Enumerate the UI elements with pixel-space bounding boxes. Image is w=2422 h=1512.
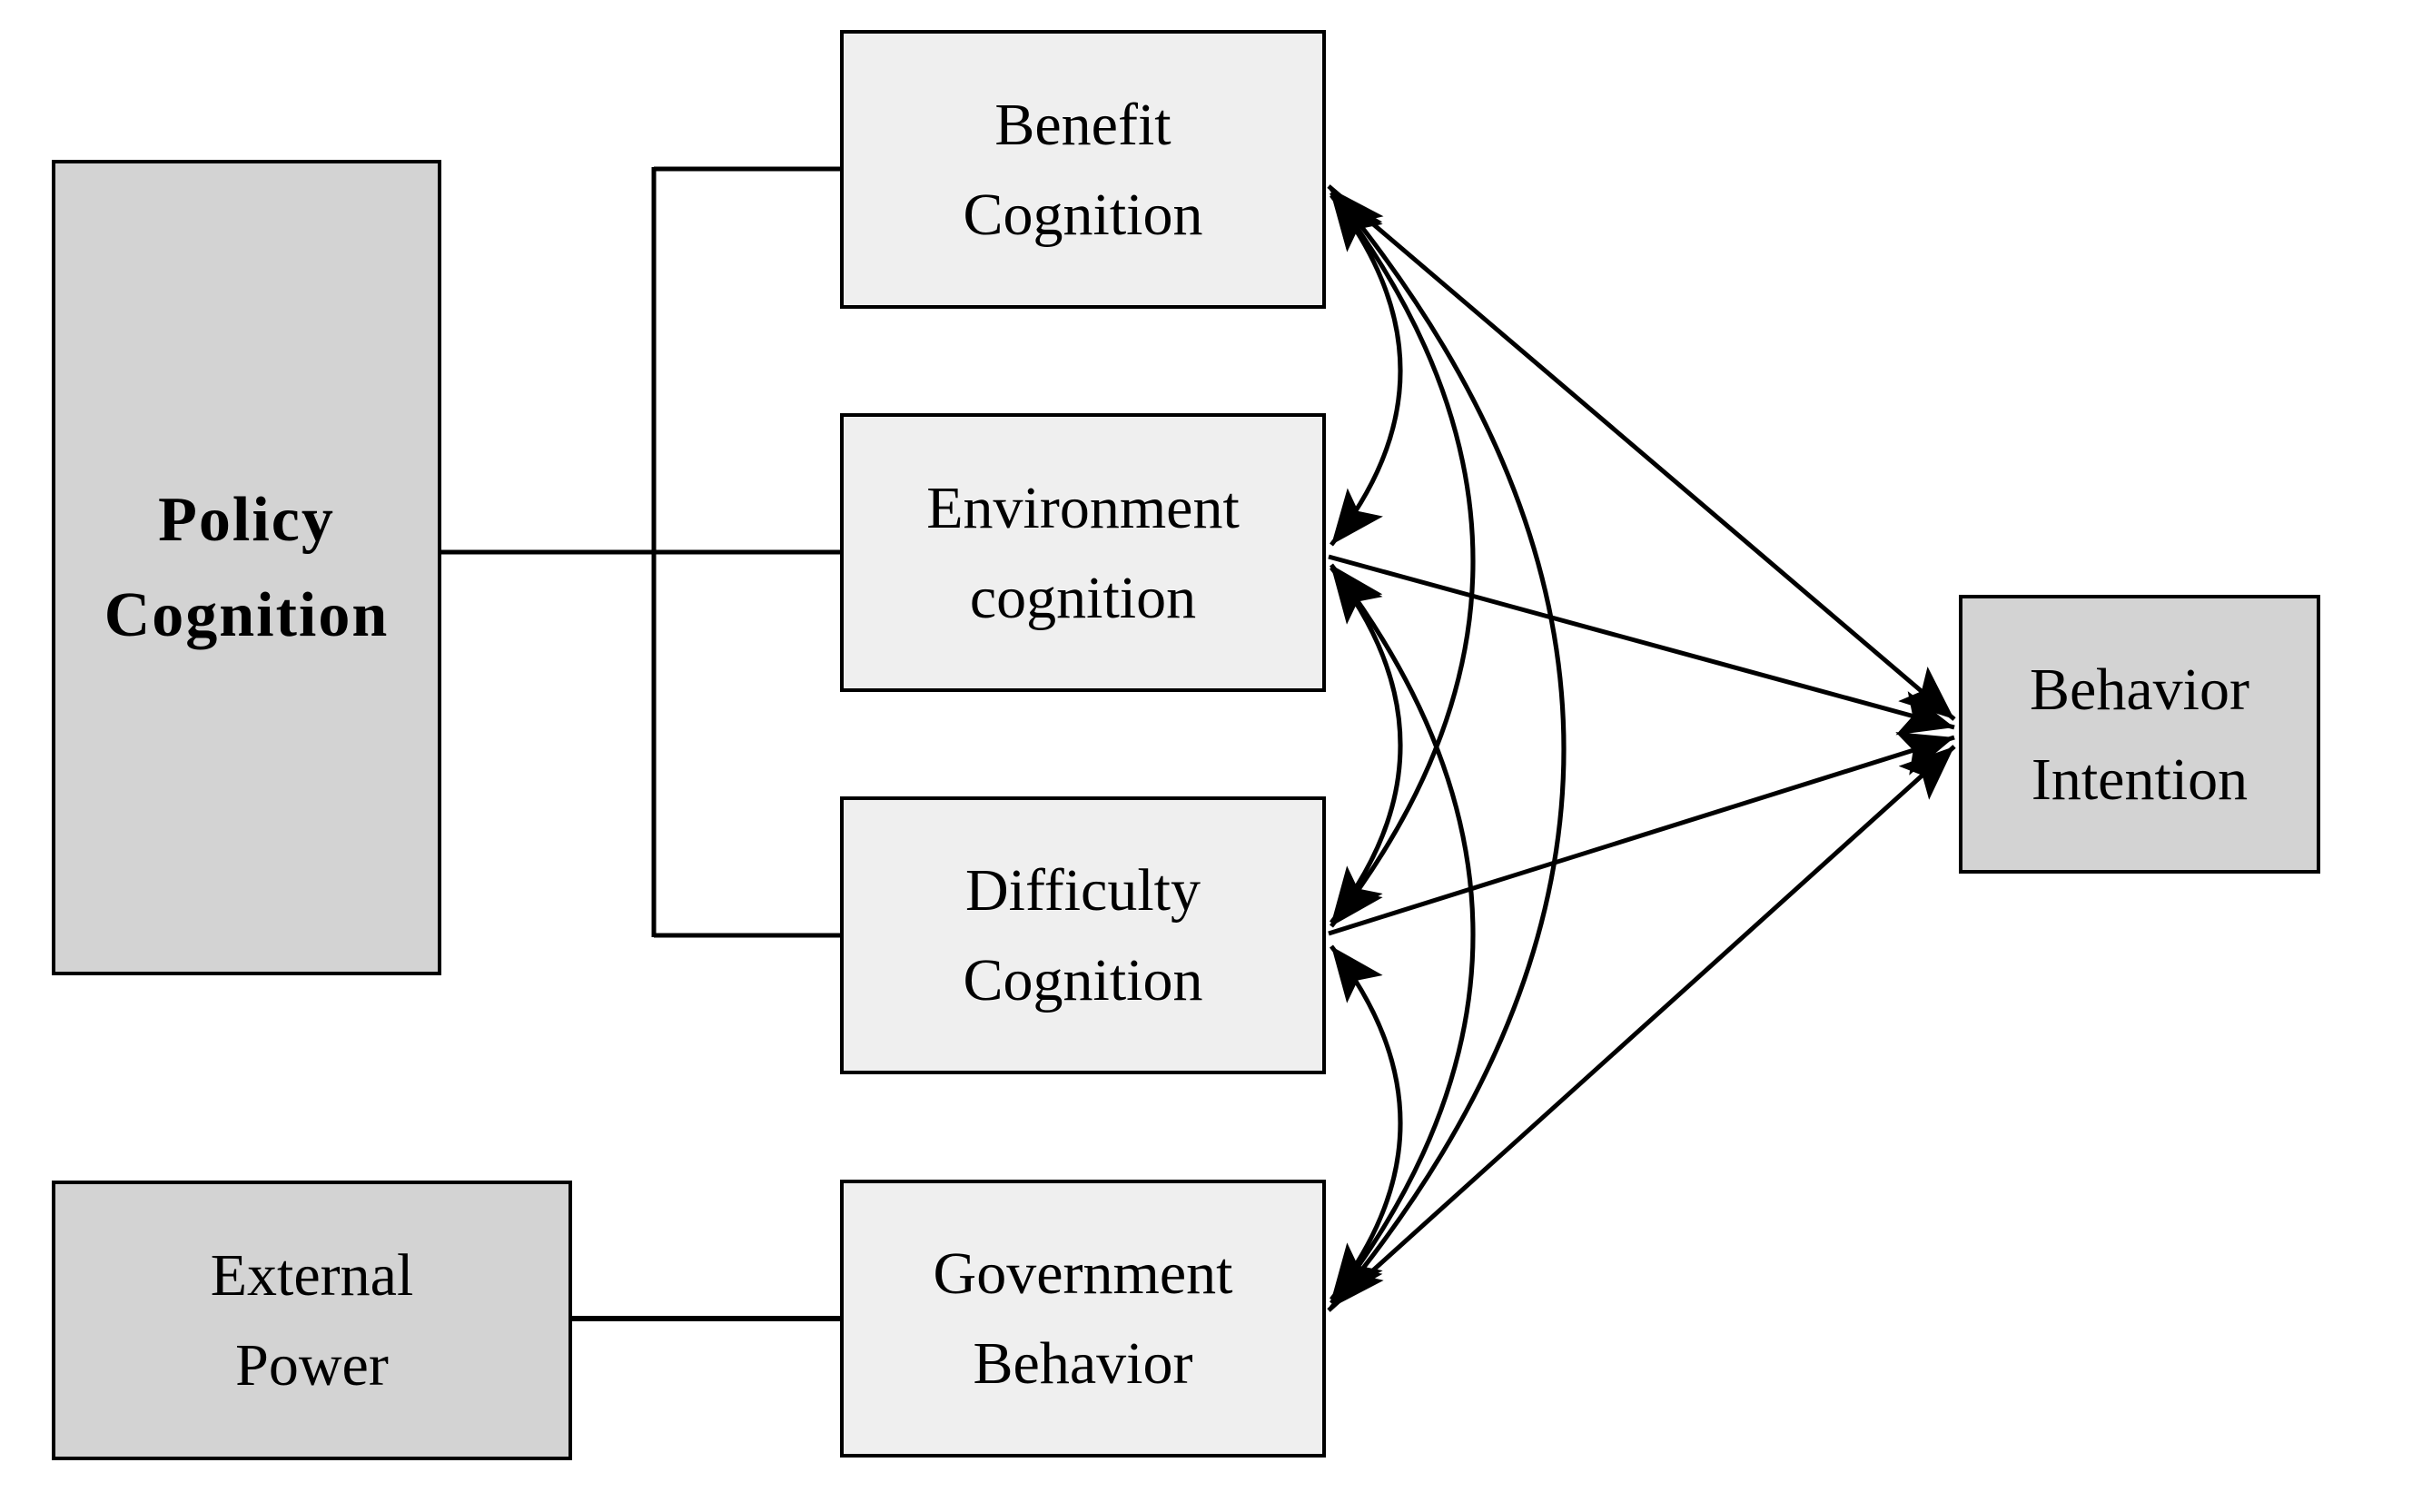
node-policy-cognition: Policy Cognition: [52, 160, 441, 975]
node-label: Cognition: [104, 580, 390, 650]
node-benefit-cognition: Benefit Cognition: [840, 30, 1326, 309]
covariance-benefit-difficulty: [1330, 191, 1476, 928]
node-label: Cognition: [963, 947, 1203, 1013]
node-label: External: [210, 1242, 414, 1309]
node-label: Behavior: [973, 1330, 1193, 1397]
arrow-environment-to-intention: [1328, 554, 1955, 736]
covariance-environment-difficulty: [1330, 566, 1403, 924]
node-label: Cognition: [963, 181, 1203, 248]
node-environment-cognition: Environment cognition: [840, 413, 1326, 692]
node-label: Benefit: [994, 91, 1171, 158]
arrow-benefit-to-intention: [1327, 184, 1956, 721]
covariance-environment-government: [1330, 563, 1476, 1305]
node-label: Intention: [2031, 746, 2249, 813]
node-government-behavior: Government Behavior: [840, 1180, 1326, 1458]
node-label: cognition: [969, 564, 1197, 631]
node-label: Policy: [158, 485, 335, 555]
covariance-benefit-government: [1330, 187, 1567, 1309]
covariance-difficulty-government: [1330, 944, 1403, 1301]
node-label: Behavior: [2030, 656, 2249, 723]
node-difficulty-cognition: Difficulty Cognition: [840, 796, 1326, 1074]
node-behavior-intention: Behavior Intention: [1959, 595, 2320, 874]
arrow-difficulty-to-intention: [1328, 732, 1955, 936]
node-label: Power: [235, 1332, 389, 1398]
arrow-government-to-intention: [1327, 745, 1956, 1312]
node-label: Environment: [926, 474, 1240, 541]
node-label: Difficulty: [964, 857, 1201, 924]
covariance-benefit-environment: [1330, 193, 1403, 547]
node-label: Government: [933, 1240, 1233, 1307]
node-external-power: External Power: [52, 1181, 572, 1460]
